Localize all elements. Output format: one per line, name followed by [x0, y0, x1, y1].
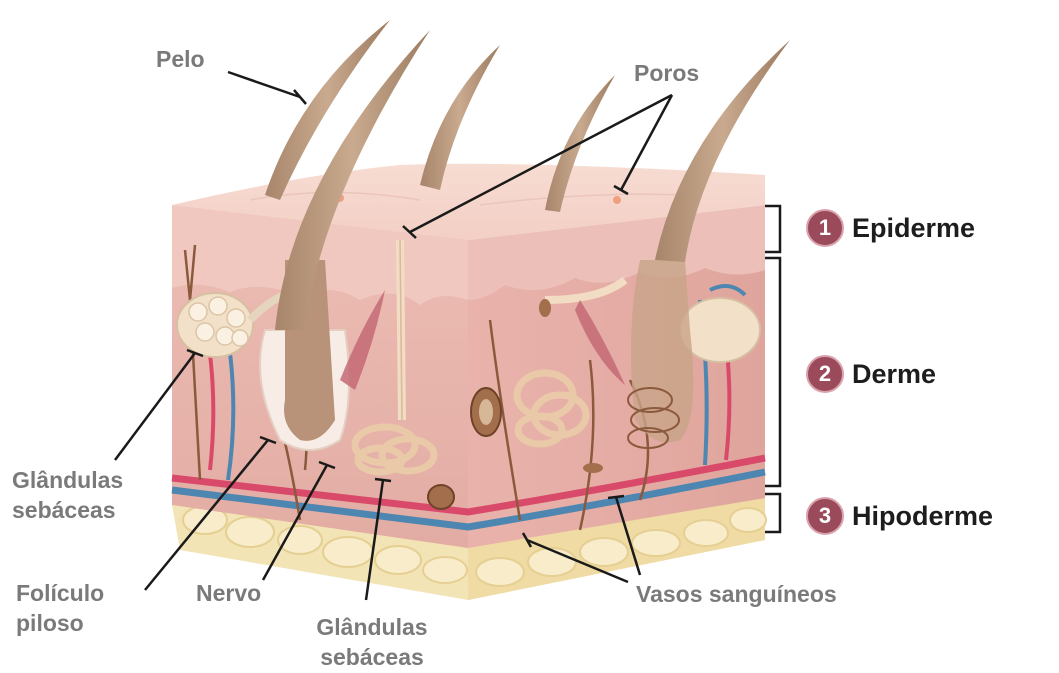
layer-number-badge: 2 — [806, 355, 844, 393]
layer-name: Hipoderme — [852, 501, 993, 532]
layer-number-badge: 1 — [806, 209, 844, 247]
label-foliculo-piloso: Folículo piloso — [16, 578, 104, 638]
label-poros: Poros — [634, 58, 699, 88]
label-nervo: Nervo — [196, 578, 261, 608]
label-pelo: Pelo — [156, 44, 205, 74]
label-vasos-sanguineos: Vasos sanguíneos — [636, 579, 837, 609]
layer-number-badge: 3 — [806, 497, 844, 535]
layer-brackets — [765, 206, 780, 532]
layer-name: Derme — [852, 359, 936, 390]
label-glandulas-sebaceas-left: Glândulas sebáceas — [12, 465, 123, 525]
layer-hipoderme: 3 Hipoderme — [806, 497, 993, 535]
hair-follicle-right — [628, 260, 693, 448]
label-glandulas-sebaceas-bottom: Glândulas sebáceas — [292, 612, 452, 672]
layer-epiderme: 1 Epiderme — [806, 209, 975, 247]
layer-derme: 2 Derme — [806, 355, 936, 393]
layer-name: Epiderme — [852, 213, 975, 244]
